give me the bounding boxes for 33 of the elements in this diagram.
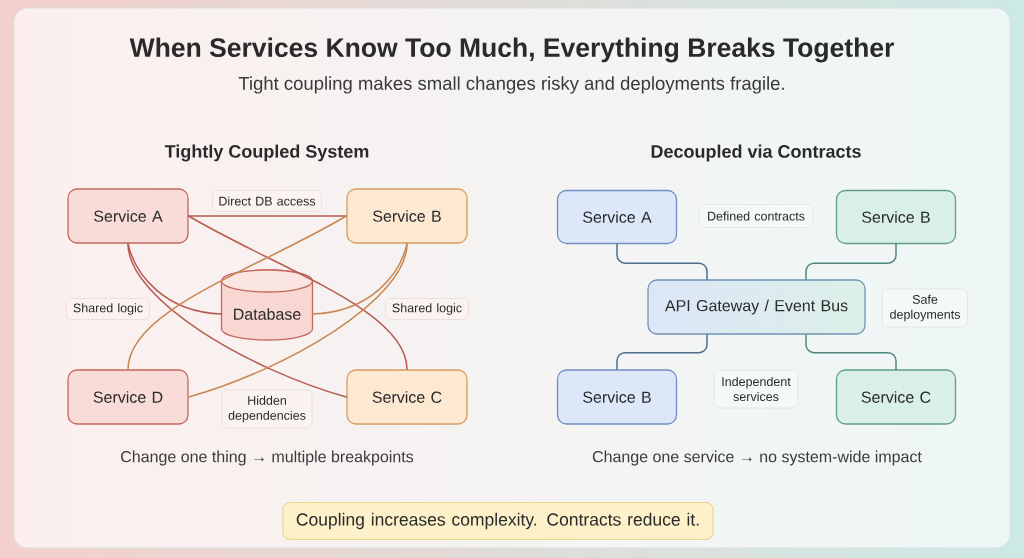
service-box: Service B <box>556 369 678 425</box>
service-box: Service C <box>346 369 468 425</box>
connector-line <box>805 243 897 281</box>
subtitle: Tight coupling makes small changes risky and deployments fragile. <box>238 76 784 94</box>
tag-label: Defined contracts <box>699 204 813 228</box>
title: When Services Know Too Much, Everything Breaks Together <box>129 37 894 63</box>
connector-line <box>187 242 408 398</box>
section-heading: Decoupled via Contracts <box>651 144 861 162</box>
callout-box: Coupling increases complexity. Contracts reduce it. <box>282 502 714 540</box>
service-box: Service B <box>835 189 957 245</box>
service-box: Service D <box>67 369 189 425</box>
section-heading: Tightly Coupled System <box>164 144 369 162</box>
gateway-box: API Gateway / Event Bus <box>647 279 866 335</box>
service-box: Service B <box>346 188 468 244</box>
caption: Change one service → no system-wide impact <box>592 450 922 466</box>
tag-label: Hidden dependencies <box>221 389 313 429</box>
service-box: Service A <box>67 188 189 244</box>
connector-line <box>187 215 348 217</box>
connector-line <box>187 215 408 371</box>
tag-label: Shared logic <box>66 298 150 320</box>
service-box: Service C <box>835 369 957 425</box>
connector-line <box>616 243 708 281</box>
service-box: Service A <box>556 189 678 245</box>
tag-label: Shared logic <box>385 298 469 320</box>
tag-label: Direct DB access <box>212 190 322 212</box>
connector-line <box>805 333 897 371</box>
tag-label: Safe deployments <box>882 288 968 328</box>
database-cylinder: Database <box>220 269 314 341</box>
tag-label: Independent services <box>713 369 799 409</box>
connector-line <box>127 215 348 371</box>
connector-line <box>616 333 708 371</box>
connector-line <box>127 242 348 398</box>
caption: Change one thing → multiple breakpoints <box>121 450 414 466</box>
